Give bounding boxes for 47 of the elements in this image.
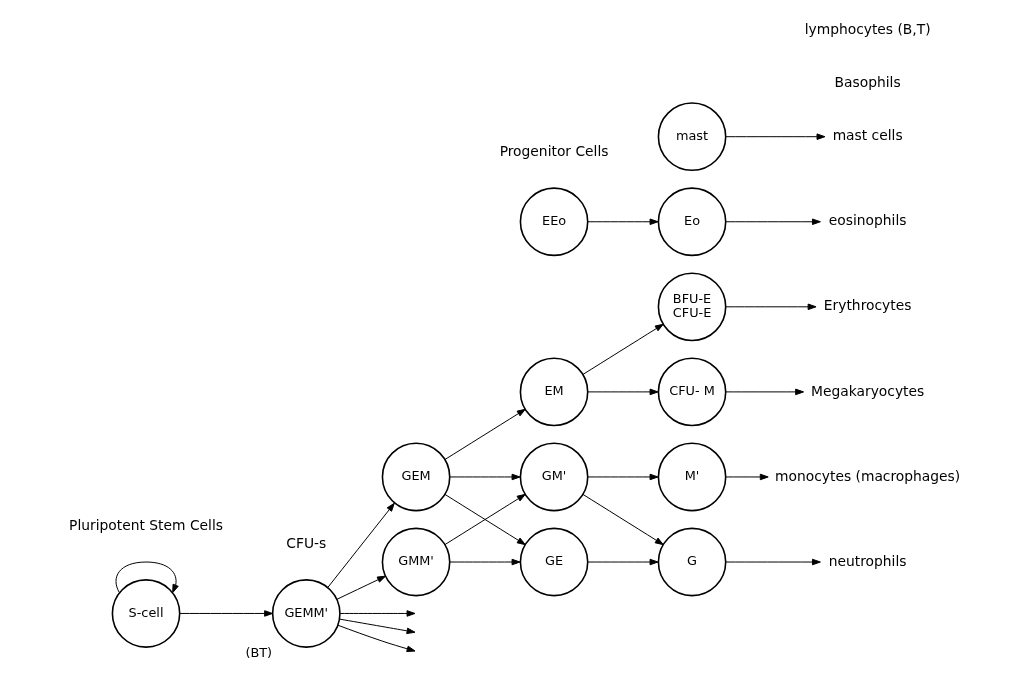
arrow xyxy=(724,218,821,226)
arrow xyxy=(336,624,416,653)
arrow xyxy=(443,493,526,546)
arrow xyxy=(587,558,658,566)
node-circle: EEo xyxy=(519,187,588,257)
node-text: eosinophils xyxy=(828,212,906,229)
node-circle: G xyxy=(657,527,726,597)
arrow xyxy=(724,133,825,140)
node-circle: M' xyxy=(657,442,726,512)
node-text: mast cells xyxy=(832,127,903,144)
label: CFU-s xyxy=(285,534,326,551)
node-circle: GM' xyxy=(519,442,588,512)
node-circle: GEMM' xyxy=(271,579,341,648)
arrow xyxy=(338,618,415,635)
arrow xyxy=(581,493,664,546)
label: Pluripotent Stem Cells xyxy=(68,517,223,534)
arrow xyxy=(449,473,520,481)
node-text: Megakaryocytes xyxy=(810,382,924,399)
node-text: monocytes (macrophages) xyxy=(774,467,960,484)
arrow xyxy=(339,610,415,617)
node-circle: BFU-E CFU-E xyxy=(657,272,726,342)
arrow xyxy=(724,473,769,481)
node-circle: EM xyxy=(519,357,588,427)
node-circle: mast xyxy=(657,102,726,172)
arrow xyxy=(336,575,386,600)
label: Basophils xyxy=(834,73,901,90)
node-circle: Eo xyxy=(657,187,726,257)
arrow xyxy=(443,408,526,461)
arrow xyxy=(581,323,664,375)
node-text: Erythrocytes xyxy=(823,297,911,314)
arrow xyxy=(724,303,817,311)
arrow xyxy=(178,610,273,617)
arrow xyxy=(724,388,804,396)
node-circle: GMM' xyxy=(381,527,450,597)
arrow xyxy=(724,558,821,566)
arrow xyxy=(326,502,395,588)
arrow xyxy=(115,561,179,594)
arrow xyxy=(587,218,658,226)
arrow xyxy=(449,558,520,566)
label: lymphocytes (B,T) xyxy=(804,20,931,37)
arrow xyxy=(587,473,658,481)
node-text: neutrophils xyxy=(828,552,906,569)
node-label: (BT) xyxy=(244,645,272,661)
label: Progenitor Cells xyxy=(499,143,608,160)
node-circle: CFU- M xyxy=(657,357,726,427)
arrow xyxy=(587,388,658,396)
node-circle: GE xyxy=(519,527,588,597)
